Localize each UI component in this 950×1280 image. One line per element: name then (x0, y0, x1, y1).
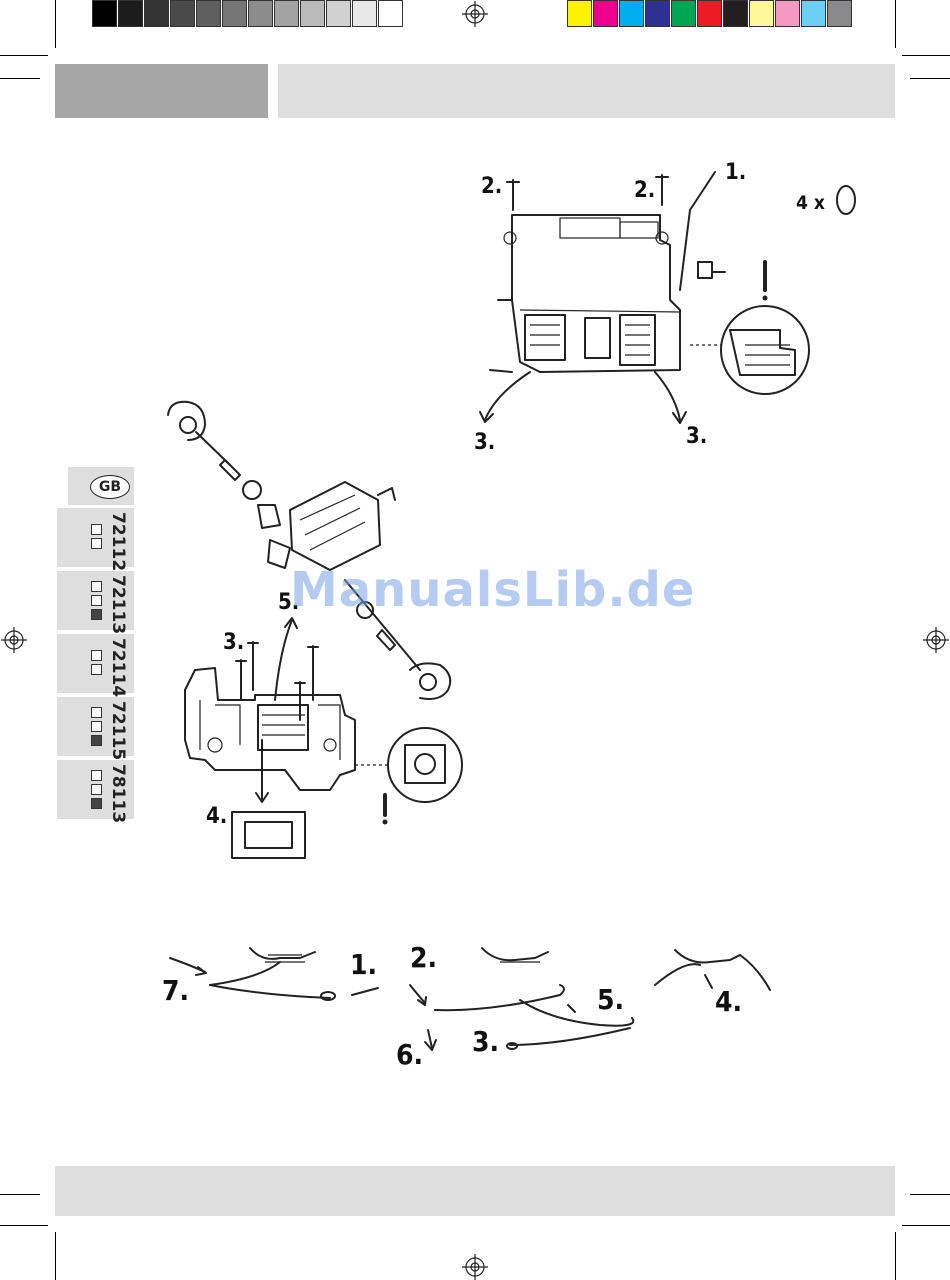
step-label: 3. (223, 630, 244, 655)
bottom-cable-drawing (170, 948, 770, 1050)
step-label: 7. (162, 974, 189, 1007)
step-label: 3. (474, 430, 495, 455)
step-label: 4. (206, 804, 227, 829)
watermark: ManualsLib.de (290, 562, 695, 618)
step-label: 4. (715, 985, 742, 1018)
step-label: 1. (350, 948, 377, 981)
footer-bar (55, 1166, 895, 1216)
step-label: 2. (634, 178, 655, 203)
step-label: 3. (686, 424, 707, 449)
step-label: 3. (472, 1025, 499, 1058)
step-label: 5. (597, 983, 624, 1016)
step-label: 2. (481, 174, 502, 199)
step-label: 2. (410, 941, 437, 974)
step-label: 6. (396, 1038, 423, 1071)
quantity-label: 4 x (796, 192, 825, 214)
step-label: 1. (725, 160, 746, 185)
middle-motor-drawing (168, 402, 462, 858)
